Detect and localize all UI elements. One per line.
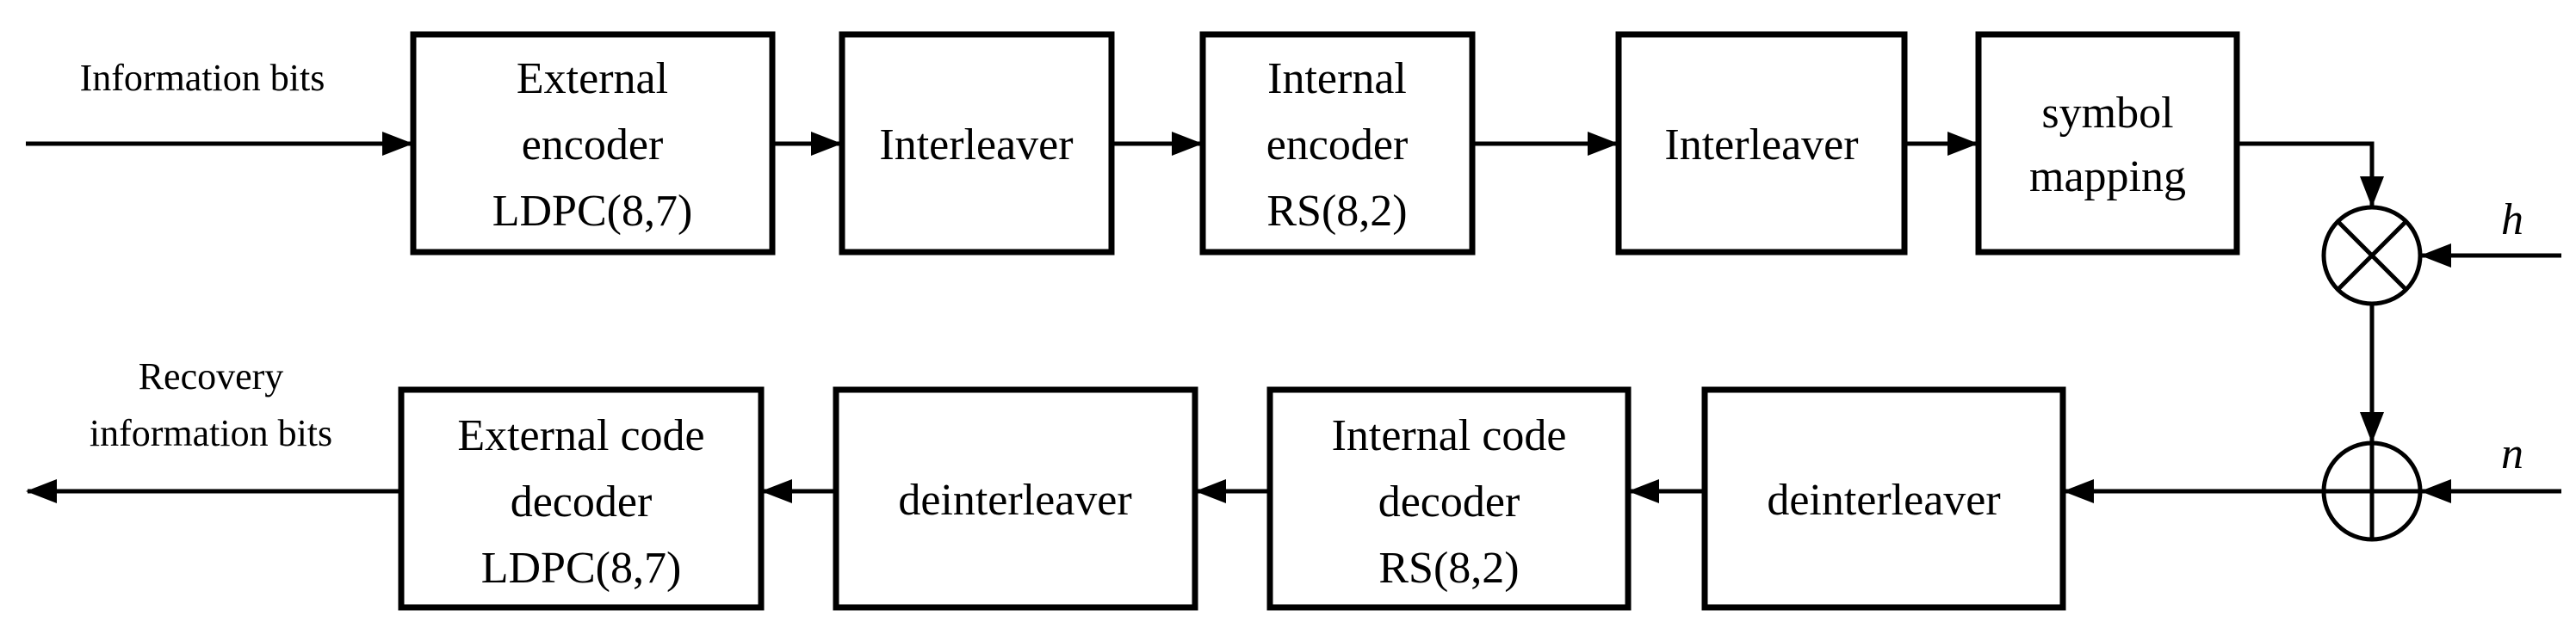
symbol-mapping-block: symbol mapping — [1975, 31, 2240, 256]
interleaver-block-1: Interleaver — [839, 31, 1115, 256]
external-encoder-line2: encoder — [522, 120, 664, 169]
deinterleaver-2-label: deinterleaver — [898, 476, 1131, 525]
external-decoder-line2: decoder — [511, 477, 653, 527]
internal-encoder-line2: encoder — [1266, 120, 1409, 169]
symbol-mapping-line1: symbol — [2041, 89, 2173, 138]
internal-encoder-block: Internal encoder RS(8,2) — [1199, 31, 1476, 256]
internal-decoder-block: Internal code decoder RS(8,2) — [1266, 386, 1632, 611]
input-label: Information bits — [80, 57, 325, 99]
internal-decoder-line3: RS(8,2) — [1378, 544, 1519, 593]
internal-encoder-line1: Internal — [1267, 54, 1407, 103]
deinterleaver-block-2: deinterleaver — [833, 386, 1198, 611]
external-encoder-block: External encoder LDPC(8,7) — [410, 31, 776, 256]
adder-node — [2321, 440, 2423, 542]
interleaver-block-2: Interleaver — [1615, 31, 1908, 256]
external-encoder-line3: LDPC(8,7) — [492, 187, 693, 236]
output-label-line1: Recovery — [139, 355, 284, 397]
external-decoder-block: External code decoder LDPC(8,7) — [398, 386, 765, 611]
multiplier-node — [2321, 205, 2423, 306]
output-label-line2: information bits — [90, 412, 332, 454]
interleaver-1-label: Interleaver — [879, 120, 1073, 169]
deinterleaver-1-label: deinterleaver — [1767, 476, 2000, 525]
deinterleaver-block-1: deinterleaver — [1701, 386, 2066, 611]
channel-gain-label: h — [2501, 195, 2523, 244]
noise-label: n — [2501, 429, 2523, 478]
arrow-mapping-to-multiplier — [2237, 141, 2384, 207]
internal-decoder-line2: decoder — [1378, 477, 1520, 527]
internal-decoder-line1: Internal code — [1332, 411, 1567, 460]
external-decoder-line3: LDPC(8,7) — [481, 544, 682, 593]
external-encoder-line1: External — [517, 54, 668, 103]
internal-encoder-line3: RS(8,2) — [1266, 187, 1407, 236]
interleaver-2-label: Interleaver — [1664, 120, 1858, 169]
external-decoder-line1: External code — [457, 411, 704, 460]
symbol-mapping-line2: mapping — [2029, 152, 2186, 201]
